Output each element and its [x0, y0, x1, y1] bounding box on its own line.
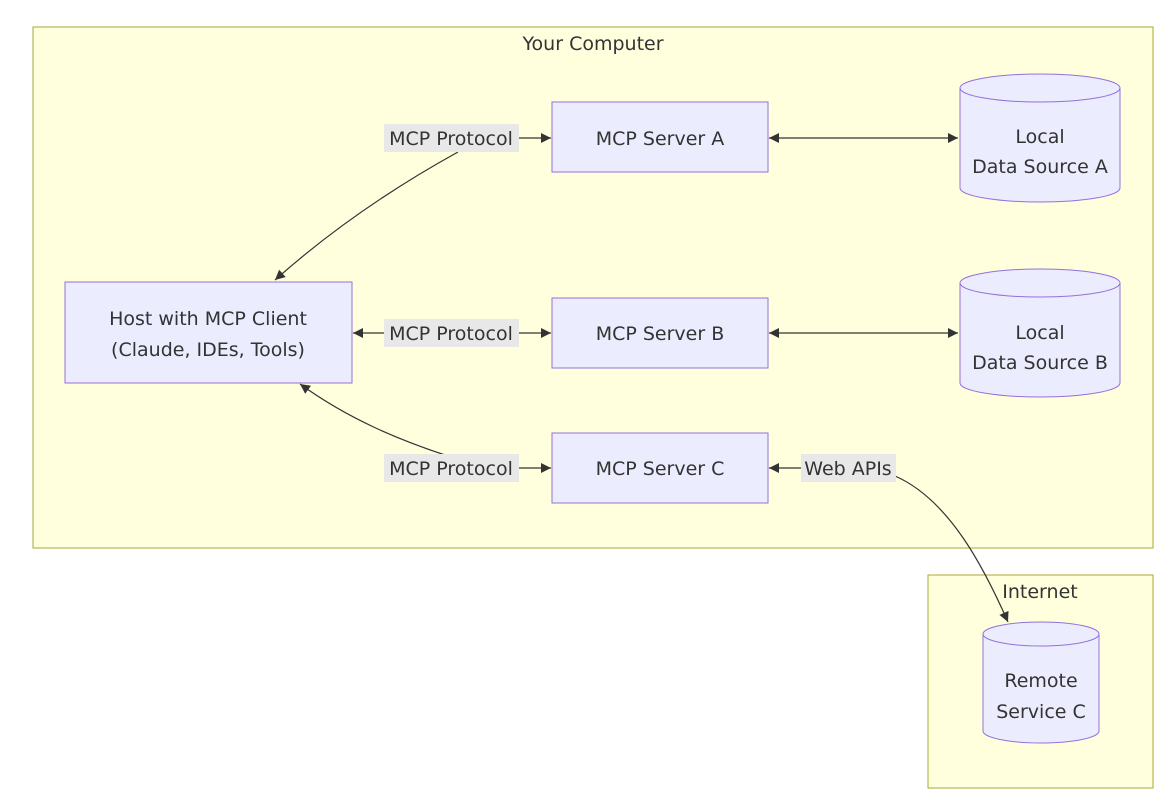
svg-text:Local: Local — [1015, 322, 1064, 344]
svg-text:MCP Server B: MCP Server B — [596, 323, 725, 345]
node-data-source-a: Local Data Source A — [959, 73, 1121, 203]
svg-text:MCP Server A: MCP Server A — [596, 128, 725, 150]
svg-text:Service C: Service C — [996, 701, 1086, 723]
edge-label-web-apis: Web APIs — [801, 454, 896, 482]
svg-text:(Claude, IDEs, Tools): (Claude, IDEs, Tools) — [111, 339, 305, 361]
svg-text:MCP Protocol: MCP Protocol — [389, 128, 513, 150]
svg-text:Data Source A: Data Source A — [972, 156, 1108, 178]
edge-label-host-a: MCP Protocol — [384, 124, 519, 152]
node-remote-service-c: Remote Service C — [982, 621, 1100, 744]
node-server-c: MCP Server C — [551, 432, 769, 504]
node-server-b: MCP Server B — [551, 297, 769, 369]
cluster-internet-label: Internet — [1002, 581, 1077, 603]
node-data-source-b: Local Data Source B — [959, 268, 1121, 398]
svg-text:MCP Protocol: MCP Protocol — [389, 458, 513, 480]
svg-text:Data Source B: Data Source B — [972, 352, 1108, 374]
cluster-your-computer-label: Your Computer — [521, 33, 663, 55]
svg-text:Local: Local — [1015, 126, 1064, 148]
edge-label-host-b: MCP Protocol — [384, 319, 519, 347]
svg-text:Remote: Remote — [1004, 670, 1077, 692]
svg-text:MCP Server C: MCP Server C — [596, 458, 725, 480]
node-host: Host with MCP Client (Claude, IDEs, Tool… — [64, 281, 353, 384]
edge-label-host-c: MCP Protocol — [384, 454, 519, 482]
svg-text:Host with MCP Client: Host with MCP Client — [109, 308, 307, 330]
svg-text:Web APIs: Web APIs — [804, 458, 891, 480]
edge-server-c-remote — [769, 463, 1009, 623]
cluster-internet: Internet — [927, 574, 1154, 789]
edge-host-server-c — [299, 383, 551, 473]
svg-text:MCP Protocol: MCP Protocol — [389, 323, 513, 345]
edge-host-server-a — [274, 133, 551, 281]
node-server-a: MCP Server A — [551, 101, 769, 173]
